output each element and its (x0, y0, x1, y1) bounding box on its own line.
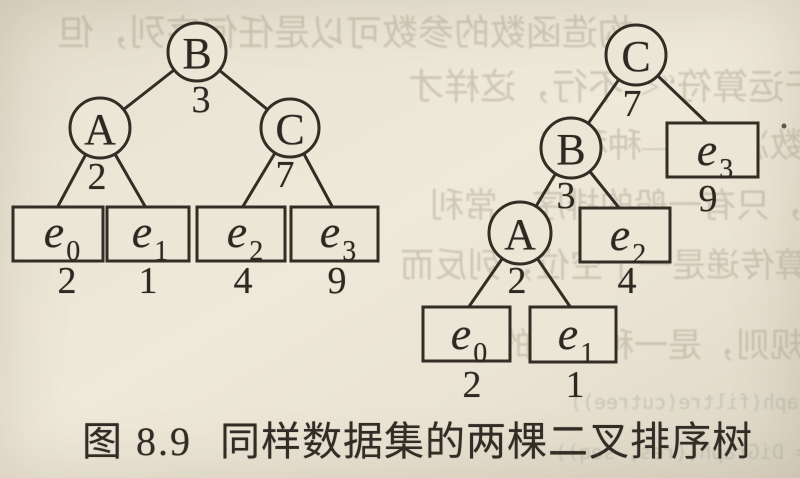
figure-caption: 图 8.9 同样数据集的两棵二叉排序树 (82, 420, 753, 464)
right-tree-leaf-label-e3: e3 (696, 124, 733, 184)
right-tree-node-label-B: B (556, 125, 586, 174)
leaf-subscript: 0 (473, 338, 488, 369)
leaf-base: e (43, 206, 65, 257)
left-tree-leaf-value-e2: 4 (233, 260, 253, 302)
left-tree-key-C: 7 (275, 154, 295, 196)
leaf-subscript: 3 (342, 236, 357, 267)
right-tree-leaf-box-e1 (528, 305, 618, 364)
leaf-base: e (131, 206, 153, 257)
left-tree-key-B: 3 (191, 79, 211, 121)
right-tree-key-A: 2 (507, 260, 527, 302)
leaf-base: e (450, 308, 472, 359)
right-tree-leaf-value-e0: 2 (462, 364, 482, 406)
left-tree-node-circle-C (259, 97, 321, 159)
leaf-base: e (557, 308, 579, 359)
figure-caption-text: 同样数据集的两棵二叉排序树 (220, 419, 753, 464)
right-tree-leaf-label-e1: e1 (557, 308, 594, 368)
leaf-base: e (696, 124, 718, 175)
left-tree-leaf-label-e2: e2 (226, 206, 263, 266)
right-tree-leaf-label-e0: e0 (450, 308, 487, 368)
right-tree-node-circle-B (539, 116, 603, 180)
figure-number: 图 8.9 (82, 419, 192, 464)
right-tree-leaf-value-e2: 4 (617, 260, 637, 302)
left-tree-node-circle-A (68, 96, 132, 160)
right-tree-node-circle-A (487, 200, 553, 266)
right-tree-node-circle-C (604, 23, 668, 87)
left-tree-leaf-label-e0: e0 (43, 206, 80, 266)
left-tree-node-label-A: A (84, 105, 116, 154)
right-tree-leaf-label-e2: e2 (609, 209, 646, 269)
left-tree-leaf-label-e3: e3 (319, 206, 356, 266)
right-tree-leaf-box-e2 (578, 206, 672, 264)
leaf-base: e (319, 206, 341, 257)
leaf-subscript: 2 (249, 236, 264, 267)
left-tree-leaf-value-e0: 2 (57, 260, 77, 302)
left-tree-leaf-value-e1: 1 (138, 260, 158, 302)
left-tree-leaf-label-e1: e1 (131, 206, 168, 266)
left-tree-leaf-box-e1 (105, 205, 191, 263)
left-tree-node-label-B: B (182, 29, 212, 78)
left-tree-node-circle-B (166, 21, 228, 83)
right-tree-node-label-A: A (504, 210, 536, 259)
right-tree-key-B: 3 (556, 175, 576, 217)
left-tree-node-label-C: C (275, 105, 305, 154)
leaf-subscript: 2 (632, 239, 647, 270)
right-tree-key-C: 7 (622, 83, 642, 125)
left-tree-key-A: 2 (87, 156, 107, 198)
leaf-subscript: 1 (580, 338, 595, 369)
leaf-subscript: 0 (66, 236, 81, 267)
right-tree-leaf-value-e3: 9 (698, 178, 718, 220)
leaf-base: e (226, 206, 248, 257)
left-tree-leaf-box-e2 (195, 205, 287, 263)
right-tree-leaf-value-e1: 1 (565, 364, 585, 406)
left-tree-leaf-box-e3 (289, 205, 380, 263)
leaf-subscript: 3 (719, 154, 734, 185)
right-tree-leaf-box-e0 (421, 305, 512, 363)
leaf-subscript: 1 (154, 236, 169, 267)
right-tree-leaf-box-e3 (665, 121, 760, 179)
left-tree-leaf-box-e0 (11, 205, 105, 263)
right-tree-node-label-C: C (621, 32, 651, 81)
leaf-base: e (609, 209, 631, 260)
ink-speck (781, 123, 787, 129)
left-tree-leaf-value-e3: 9 (327, 260, 347, 302)
